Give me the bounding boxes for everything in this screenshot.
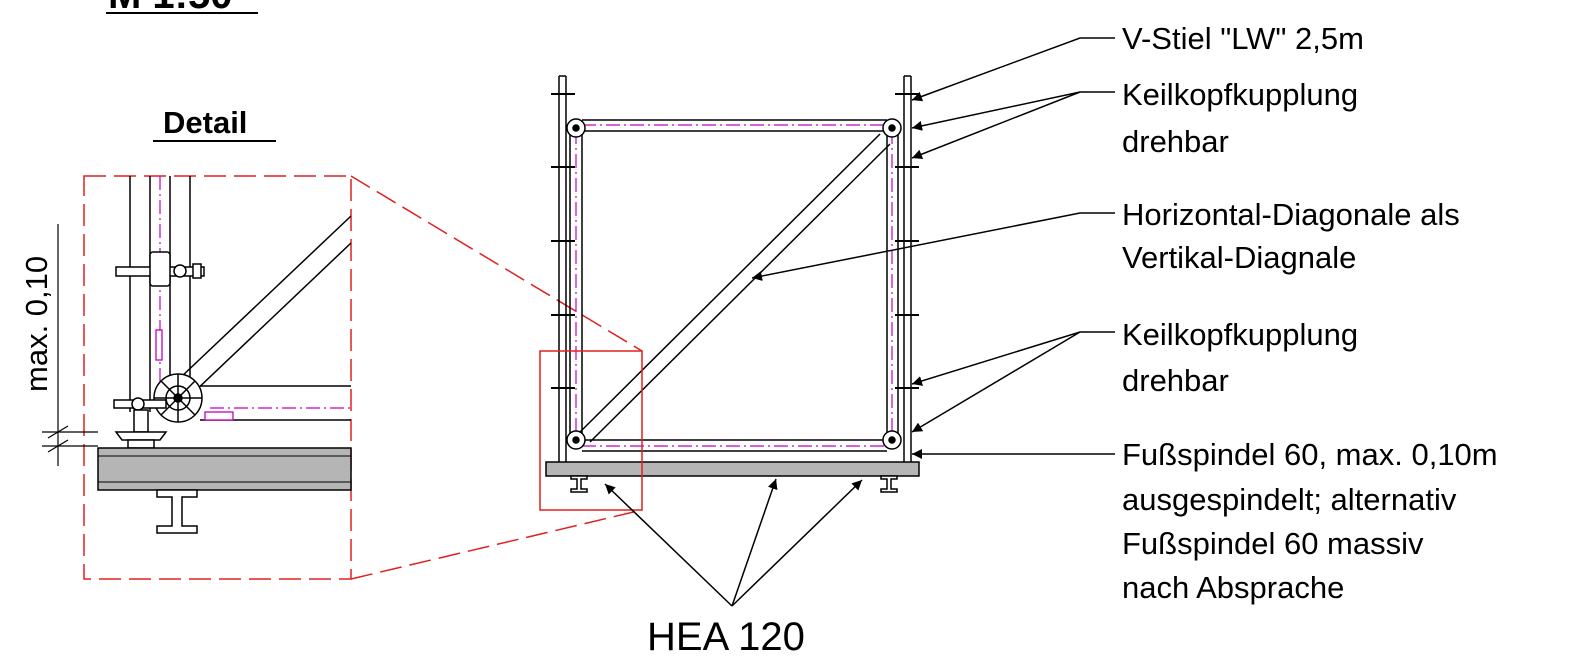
- detail-lower-coupler: [113, 397, 167, 411]
- detail-heading: Detail: [163, 105, 247, 140]
- label-coupler-bottom-1: Keilkopfkupplung: [1122, 317, 1358, 352]
- label-spindle-3: Fußspindel 60 massiv: [1122, 526, 1424, 561]
- dimension-label: max. 0,10: [19, 256, 54, 392]
- detail-connector-bottom: [350, 509, 643, 580]
- callout-labels: V-Stiel "LW" 2,5m Keilkopfkupplung drehb…: [647, 21, 1498, 659]
- coupler-bottom-left: [566, 430, 586, 450]
- detail-beam-slab: [97, 447, 352, 491]
- rosette-ticks: [551, 93, 919, 389]
- detail-connector-top: [350, 175, 643, 352]
- detail-diagonal-link: [155, 329, 163, 361]
- main-i-beams: [570, 475, 898, 493]
- detail-diagonal-tube: [179, 215, 352, 395]
- label-hea-120: HEA 120: [647, 615, 805, 659]
- base-jack-icon: [114, 409, 168, 449]
- main-beam-slab: [545, 461, 920, 477]
- rosette-coupler-icon: [153, 373, 203, 423]
- scaffold-main-view: [539, 75, 920, 511]
- label-coupler-top-1: Keilkopfkupplung: [1122, 77, 1358, 112]
- leader-lines: [604, 37, 1115, 607]
- wedge-head-coupler-icon: [115, 251, 205, 287]
- label-diagonal-2: Vertikal-Diagnale: [1122, 240, 1356, 275]
- label-diagonal-1: Horizontal-Diagonale als: [1122, 197, 1460, 232]
- detail-view: Detail: [19, 105, 643, 580]
- page-title: M 1:50: [106, 0, 258, 17]
- detail-frame: [83, 175, 352, 580]
- label-v-stiel: V-Stiel "LW" 2,5m: [1122, 21, 1364, 56]
- main-centerlines: [575, 124, 893, 447]
- detail-marker: [539, 350, 643, 511]
- top-ledger: [582, 119, 887, 132]
- detail-ledger-link: [204, 411, 234, 421]
- detail-dimension: [42, 224, 98, 466]
- label-coupler-bottom-2: drehbar: [1122, 363, 1229, 398]
- page-title-text: M 1:50: [108, 0, 233, 17]
- label-coupler-top-2: drehbar: [1122, 124, 1229, 159]
- i-beam-icon: [156, 489, 198, 534]
- coupler-top-left: [566, 118, 586, 138]
- label-spindle-4: nach Absprache: [1122, 570, 1344, 605]
- coupler-bottom-right: [882, 430, 902, 450]
- label-spindle-1: Fußspindel 60, max. 0,10m: [1122, 437, 1498, 472]
- vertical-diagonal: [579, 133, 891, 443]
- label-spindle-2: ausgespindelt; alternativ: [1122, 482, 1457, 517]
- coupler-top-right: [882, 118, 902, 138]
- bottom-ledger: [582, 439, 887, 452]
